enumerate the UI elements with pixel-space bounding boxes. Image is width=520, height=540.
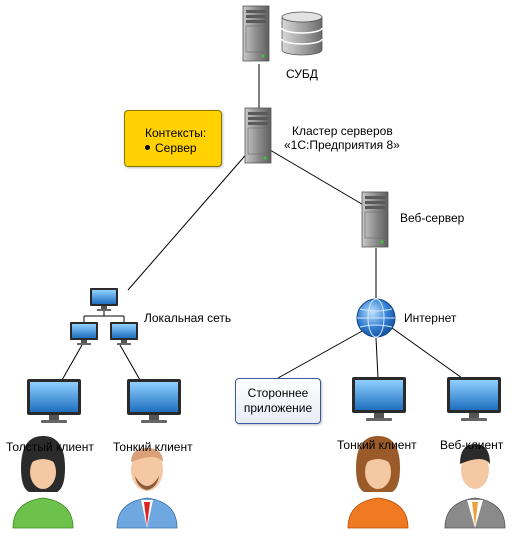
web-client-label: Веб-клиент xyxy=(440,438,504,452)
internet-label: Интернет xyxy=(404,311,457,325)
cluster-label-line2: «1С:Предприятия 8» xyxy=(284,138,400,152)
cluster-label-line1: Кластер серверов xyxy=(292,124,393,138)
thin-client-local-monitor-icon xyxy=(127,379,181,423)
bullet-icon xyxy=(145,145,150,151)
internet-globe-icon xyxy=(356,298,396,338)
web-server-icon xyxy=(361,191,389,248)
contexts-title: Контексты: xyxy=(145,126,207,140)
cluster-server-icon xyxy=(244,107,272,164)
dbms-label: СУБД xyxy=(286,67,318,81)
contexts-item: Сервер xyxy=(145,141,197,155)
user-man-suit-icon xyxy=(444,444,506,529)
line-internet-thinclient xyxy=(375,337,379,379)
line-cluster-webserver xyxy=(269,149,373,211)
user-woman-orange-icon xyxy=(347,436,409,529)
line-cluster-localnet xyxy=(127,149,251,291)
thin-client-local-label: Тонкий клиент xyxy=(113,440,193,454)
local-network-label: Локальная сеть xyxy=(144,311,232,325)
user-man-beard-icon xyxy=(116,448,178,529)
third-party-app-box: Стороннее приложение xyxy=(235,378,321,424)
thin-client-remote-label: Тонкий клиент xyxy=(337,438,417,452)
thin-client-remote-monitor-icon xyxy=(352,377,406,421)
user-woman-green-icon xyxy=(12,436,74,529)
web-client-monitor-icon xyxy=(447,377,501,421)
connection-lines xyxy=(61,64,463,381)
line-localnet-thin xyxy=(119,344,141,381)
database-icon xyxy=(281,11,323,56)
line-localnet-thick xyxy=(61,344,83,381)
thick-client-monitor-icon xyxy=(27,379,81,423)
line-internet-webclient xyxy=(391,327,463,379)
web-server-label: Веб-сервер xyxy=(400,211,465,225)
contexts-item-label: Сервер xyxy=(155,141,197,155)
thick-client-label: Толстый клиент xyxy=(6,440,94,454)
line-internet-app xyxy=(277,329,365,379)
dbms-server-icon xyxy=(242,5,270,62)
contexts-box: Контексты: Сервер xyxy=(124,110,222,167)
